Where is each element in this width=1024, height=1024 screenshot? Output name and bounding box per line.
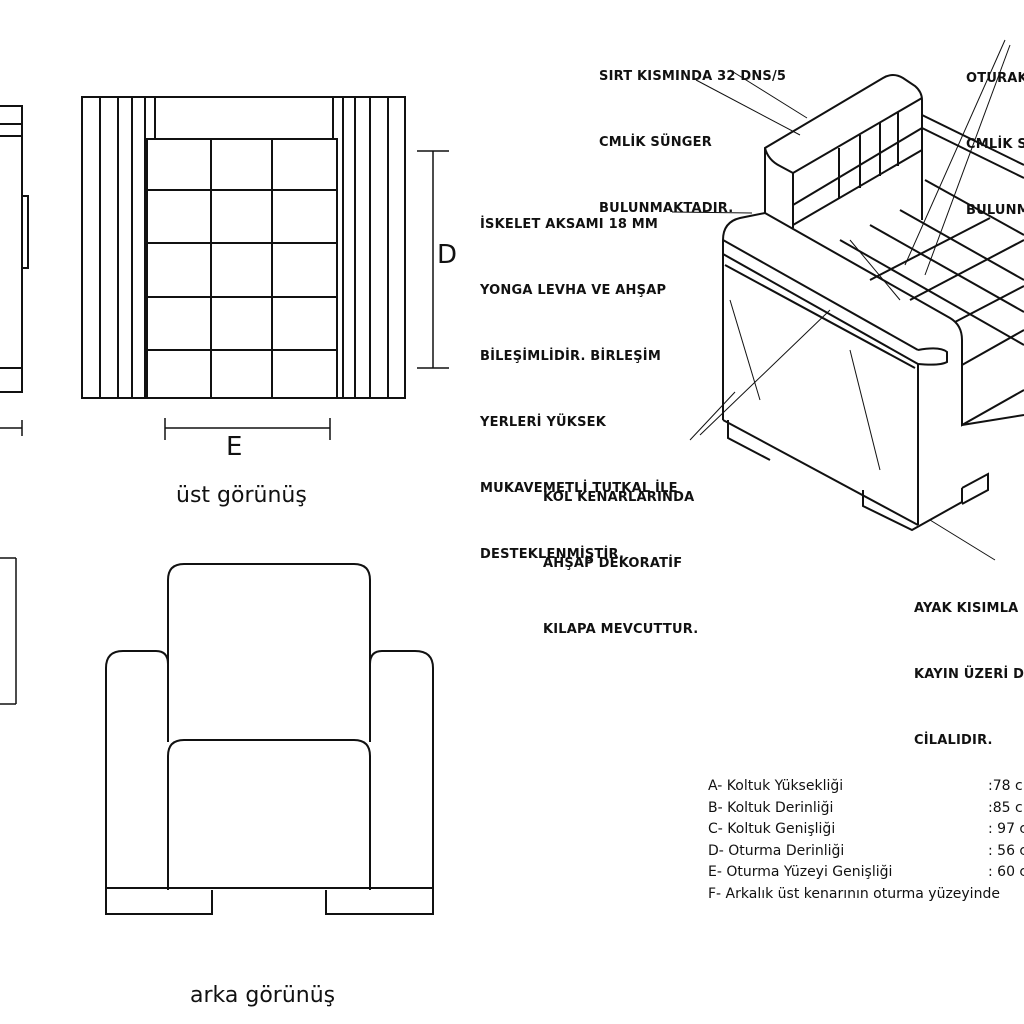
note-seat-foam: OTURAK CMLİK S BULUNM (966, 24, 1024, 244)
note-line: KAYIN ÜZERİ D (914, 667, 1024, 682)
side-view-partial-lower (0, 557, 17, 705)
legend-label: B- Koltuk Derinliği (708, 799, 834, 816)
leader-lines (671, 39, 1011, 561)
note-line: YERLERİ YÜKSEK (480, 415, 607, 430)
note-line: AHŞAP DEKORATİF (543, 556, 683, 571)
legend-label: C- Koltuk Genişliği (708, 821, 836, 837)
legend-value: : 60 c (988, 864, 1024, 880)
isometric-view-drawing (722, 74, 1024, 532)
top-view-drawing (81, 96, 406, 399)
dimension-d-line (417, 150, 449, 369)
note-line: CİLALIDIR. (914, 733, 993, 748)
dimension-label-d: D (437, 240, 458, 270)
note-line: BİLEŞİMLİDİR. BİRLEŞİM (480, 349, 661, 364)
dimension-e-line (164, 418, 331, 440)
note-line: CMLİK S (966, 137, 1024, 152)
back-view-drawing (105, 563, 434, 915)
note-line: CMLİK SÜNGER (599, 135, 712, 150)
note-line: OTURAK (966, 71, 1024, 86)
note-line: DESTEKLENMİŞTİR. (480, 547, 625, 562)
note-back-foam: SIRT KISMINDA 32 DNS/5 CMLİK SÜNGER BULU… (599, 22, 786, 242)
caption-back-view: arka görünüş (190, 983, 336, 1008)
note-line: İSKELET AKSAMI 18 MM (480, 217, 659, 232)
legend-value: :78 c (988, 778, 1023, 794)
note-line: KILAPA MEVCUTTUR. (543, 622, 699, 637)
legend-value: : 97 c (988, 821, 1024, 837)
note-line: MUKAVEMETLİ TUTKAL İLE (480, 481, 678, 496)
legend-value: :85 c (988, 799, 1023, 816)
legend-value: : 56 c (988, 842, 1024, 859)
legend-label: A- Koltuk Yüksekliği (708, 778, 844, 794)
note-feet: AYAK KISIMLA KAYIN ÜZERİ D CİLALIDIR. (914, 554, 1024, 774)
note-line: KOL KENARLARINDA (543, 490, 695, 505)
note-arm-edge: KOL KENARLARINDA AHŞAP DEKORATİF KILAPA … (543, 443, 698, 663)
note-line: BULUNMAKTADIR. (599, 201, 734, 216)
legend-label: D- Oturma Derinliği (708, 842, 845, 859)
legend-label: F- Arkalık üst kenarının oturma yüzeyind… (708, 885, 1000, 902)
note-skeleton: İSKELET AKSAMI 18 MM YONGA LEVHA VE AHŞA… (480, 170, 678, 588)
caption-top-view: üst görünüş (176, 483, 307, 508)
legend-label: E- Oturma Yüzeyi Genişliği (708, 864, 893, 880)
note-line: YONGA LEVHA VE AHŞAP (480, 283, 667, 298)
note-line: BULUNM (966, 203, 1024, 218)
dimension-label-e: E (226, 432, 243, 462)
note-line: SIRT KISMINDA 32 DNS/5 (599, 69, 787, 84)
note-line: AYAK KISIMLA (914, 601, 1019, 616)
side-view-partial (0, 105, 29, 436)
